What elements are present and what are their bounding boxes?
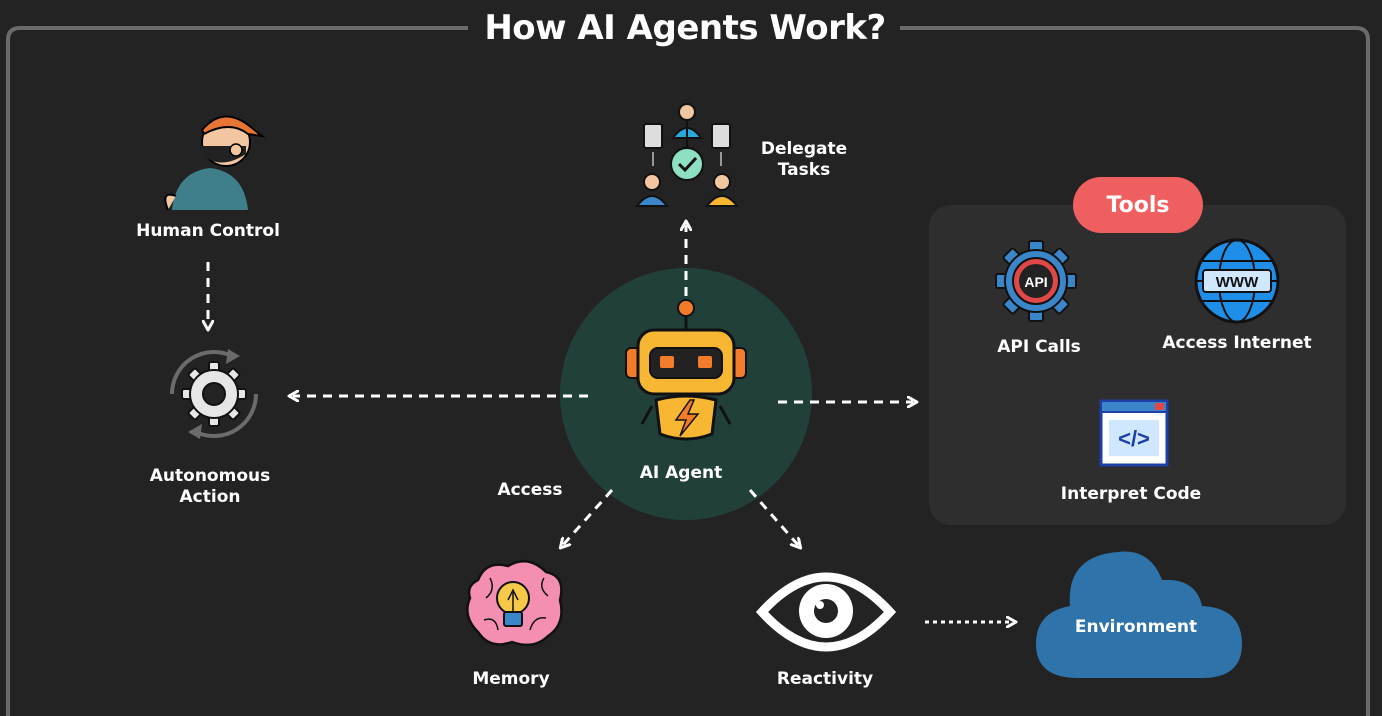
edge-agent-to-memory [563,489,614,545]
brain-bulb-icon [466,559,563,647]
edge-agent-to-reactivity [748,489,798,545]
human-avatar-icon [164,115,266,211]
tools-heading: Tools [1073,177,1203,233]
connectors [208,225,1012,622]
delegate-team-icon [634,103,740,207]
code-badge-text: </> [1118,426,1150,451]
www-badge-text: WWW [1216,274,1259,291]
code-window-icon: </> [1099,399,1169,467]
globe-icon: WWW [1194,238,1280,324]
tool-label-interpret-code: Interpret Code [1060,484,1202,504]
autonomous-action-label: Autonomous Action [149,466,271,507]
delegate-tasks-label: Delegate Tasks [760,139,848,180]
reactivity-label: Reactivity [776,669,874,689]
tools-panel [929,205,1346,525]
tool-label-access-internet: Access Internet [1162,333,1312,353]
environment-label: Environment [1074,617,1198,637]
gear-icon [169,349,259,439]
human-control-label: Human Control [136,221,280,241]
page-title: How AI Agents Work? [470,8,900,48]
api-gear-icon: API [995,240,1077,322]
ai-agent-label: AI Agent [639,463,723,483]
eye-icon [755,572,897,652]
access-edge-label: Access [497,480,563,500]
tool-label-api-calls: API Calls [997,337,1081,357]
outer-frame [6,26,1370,716]
cloud-icon [1036,551,1242,678]
robot-icon [625,299,747,441]
api-badge-text: API [1024,274,1047,290]
memory-label: Memory [472,669,550,689]
